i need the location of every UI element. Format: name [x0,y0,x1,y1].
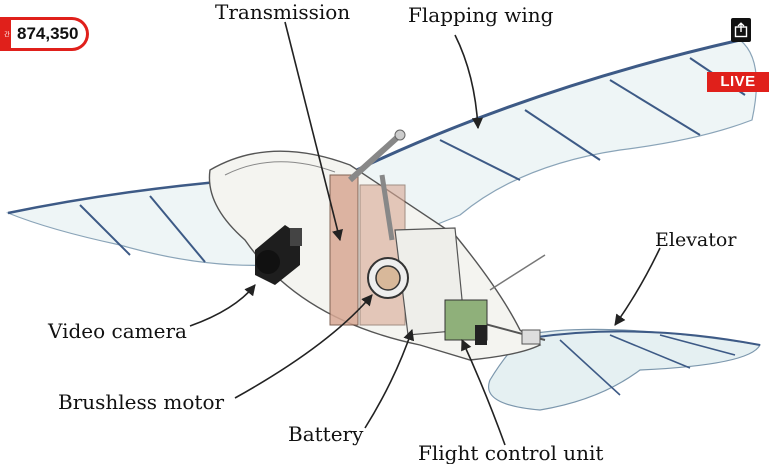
label-flapping-wing: Flapping wing [408,3,554,27]
label-flight-control-unit: Flight control unit [418,441,603,464]
live-badge: LIVE [707,72,769,92]
label-brushless-motor: Brushless motor [58,390,224,414]
elevator-tail [488,328,761,411]
side-tag: 간 [0,20,11,48]
viewer-counter: 간 874,350 [0,17,90,51]
leader-lines [189,21,661,446]
label-battery: Battery [288,422,364,446]
viewer-count: 874,350 [17,24,79,43]
label-elevator: Elevator [655,229,737,251]
fuselage [208,129,546,361]
flapping-wing-right [339,38,757,251]
share-icon [734,22,748,38]
share-button[interactable] [731,18,751,42]
label-transmission: Transmission [215,0,350,24]
label-video-camera: Video camera [47,319,187,343]
